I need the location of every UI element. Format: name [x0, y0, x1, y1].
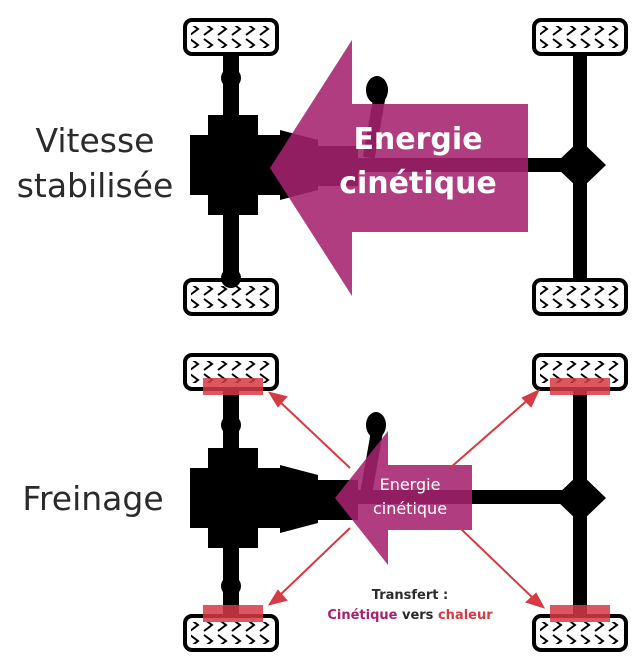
- energy-text-bottom-line1: Energie: [379, 475, 441, 494]
- transfer-title: Transfert :: [371, 588, 449, 603]
- heat-transfer-arrows: [267, 388, 546, 609]
- energy-text-top: Energie cinétique: [318, 118, 518, 206]
- transfer-from: Cinétique: [327, 608, 398, 623]
- label-braking: Freinage: [18, 476, 168, 521]
- tire-front-left-icon: [183, 18, 279, 56]
- transfer-mid: vers: [401, 608, 434, 623]
- label-steady-speed: Vitesse stabilisée: [10, 118, 180, 208]
- transfer-description: Cinétique vers chaleur: [300, 606, 520, 626]
- brake-pad-front-right: [550, 378, 610, 395]
- energy-text-top-line2: cinétique: [339, 166, 497, 201]
- kinetic-energy-arrow-small: [335, 431, 472, 565]
- energy-text-bottom-line2: cinétique: [372, 499, 448, 518]
- label-braking-text: Freinage: [22, 479, 164, 518]
- kinetic-energy-arrow: [270, 40, 528, 296]
- brake-pad-rear-left: [203, 605, 263, 622]
- energy-text-top-line1: Energie: [353, 122, 483, 157]
- brake-pads: [203, 378, 610, 622]
- tire-rear-right-icon: [532, 278, 628, 316]
- transfer-caption: Transfert : Cinétique vers chaleur: [300, 586, 520, 626]
- tire-front-right-icon: [532, 18, 628, 56]
- brake-pad-front-left: [203, 378, 263, 395]
- label-steady-speed-line2: stabilisée: [16, 166, 174, 205]
- transfer-to: chaleur: [437, 608, 493, 623]
- brake-pad-rear-right: [550, 605, 610, 622]
- energy-text-bottom: Energie cinétique: [355, 473, 465, 521]
- label-steady-speed-line1: Vitesse: [35, 121, 155, 160]
